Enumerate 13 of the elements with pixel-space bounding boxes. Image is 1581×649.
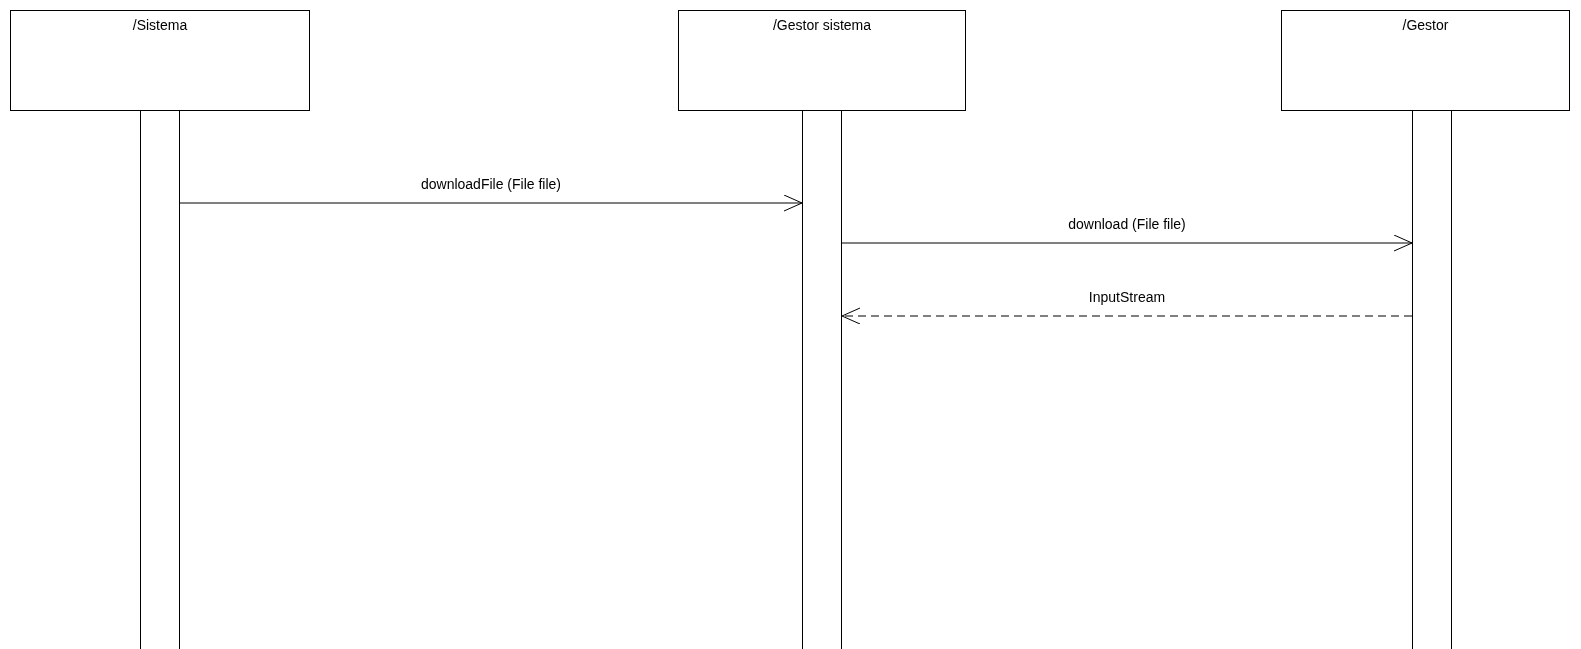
message-label: download (File file) — [1066, 216, 1188, 232]
lifeline-name: /Sistema — [132, 17, 188, 33]
activation-bar — [140, 110, 180, 649]
lifeline-header — [10, 10, 310, 111]
lifeline-name: /Gestor sistema — [773, 17, 871, 33]
lifeline-name: /Gestor — [1402, 17, 1449, 33]
lifeline-header — [678, 10, 966, 111]
message-arrow — [841, 234, 1413, 252]
activation-bar — [1412, 110, 1452, 649]
lifeline-header — [1281, 10, 1570, 111]
activation-bar — [802, 110, 842, 649]
message-arrow — [179, 194, 803, 212]
return-message-arrow — [841, 307, 1413, 325]
